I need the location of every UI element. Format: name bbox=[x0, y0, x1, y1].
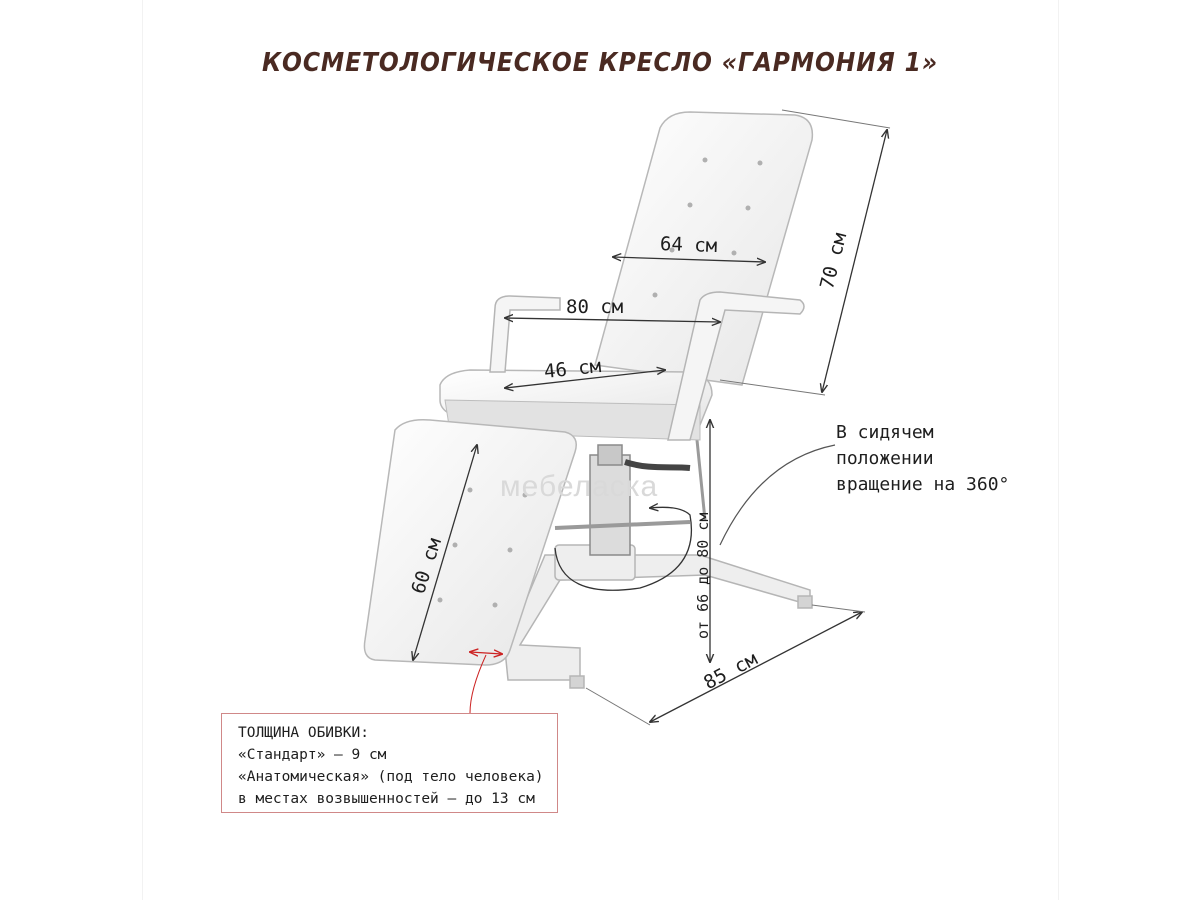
thickness-marker bbox=[470, 652, 502, 714]
base-frame bbox=[504, 544, 813, 689]
dim-line-80 bbox=[505, 318, 720, 322]
dim-line-70 bbox=[822, 130, 887, 392]
right-panel-edge bbox=[1058, 0, 1059, 900]
dim-label-backrest-width: 64 см bbox=[659, 233, 718, 257]
dim-line-60 bbox=[413, 445, 477, 660]
rotation-note-line-3: вращение на 360° bbox=[836, 474, 1010, 495]
backrest-buttons bbox=[652, 157, 763, 301]
leg-rest bbox=[363, 418, 577, 666]
dim-label-armrest-width: 80 см bbox=[566, 296, 624, 318]
upholstery-line-2: «Анатомическая» (под тело человека) bbox=[238, 769, 544, 785]
upholstery-line-1: «Стандарт» – 9 см bbox=[238, 747, 387, 763]
dimension-lines bbox=[413, 109, 891, 726]
dim-line-46 bbox=[505, 370, 665, 388]
rotation-note-line-1: В сидячем bbox=[836, 422, 934, 443]
dim-line-85 bbox=[650, 612, 862, 722]
diagram-title: КОСМЕТОЛОГИЧЕСКОЕ КРЕСЛО «ГАРМОНИЯ 1» bbox=[262, 48, 938, 78]
left-panel-edge bbox=[142, 0, 143, 900]
dim-label-seat-height: от 66 до 80 см bbox=[694, 512, 712, 639]
rotation-arc bbox=[554, 507, 692, 591]
upholstery-line-3: в местах возвышенностей – до 13 см bbox=[238, 791, 535, 807]
right-armrest bbox=[667, 291, 805, 441]
watermark: мебеласка bbox=[500, 470, 659, 503]
rotation-note: В сидячем положении вращение на 360° bbox=[836, 420, 1009, 498]
rotation-note-line-2: положении bbox=[836, 448, 934, 469]
upholstery-heading: ТОЛЩИНА ОБИВКИ: bbox=[238, 725, 369, 741]
hydraulic-column bbox=[554, 419, 707, 556]
upholstery-thickness-box: ТОЛЩИНА ОБИВКИ: «Стандарт» – 9 см «Анато… bbox=[221, 713, 558, 813]
dim-line-64 bbox=[613, 257, 765, 262]
